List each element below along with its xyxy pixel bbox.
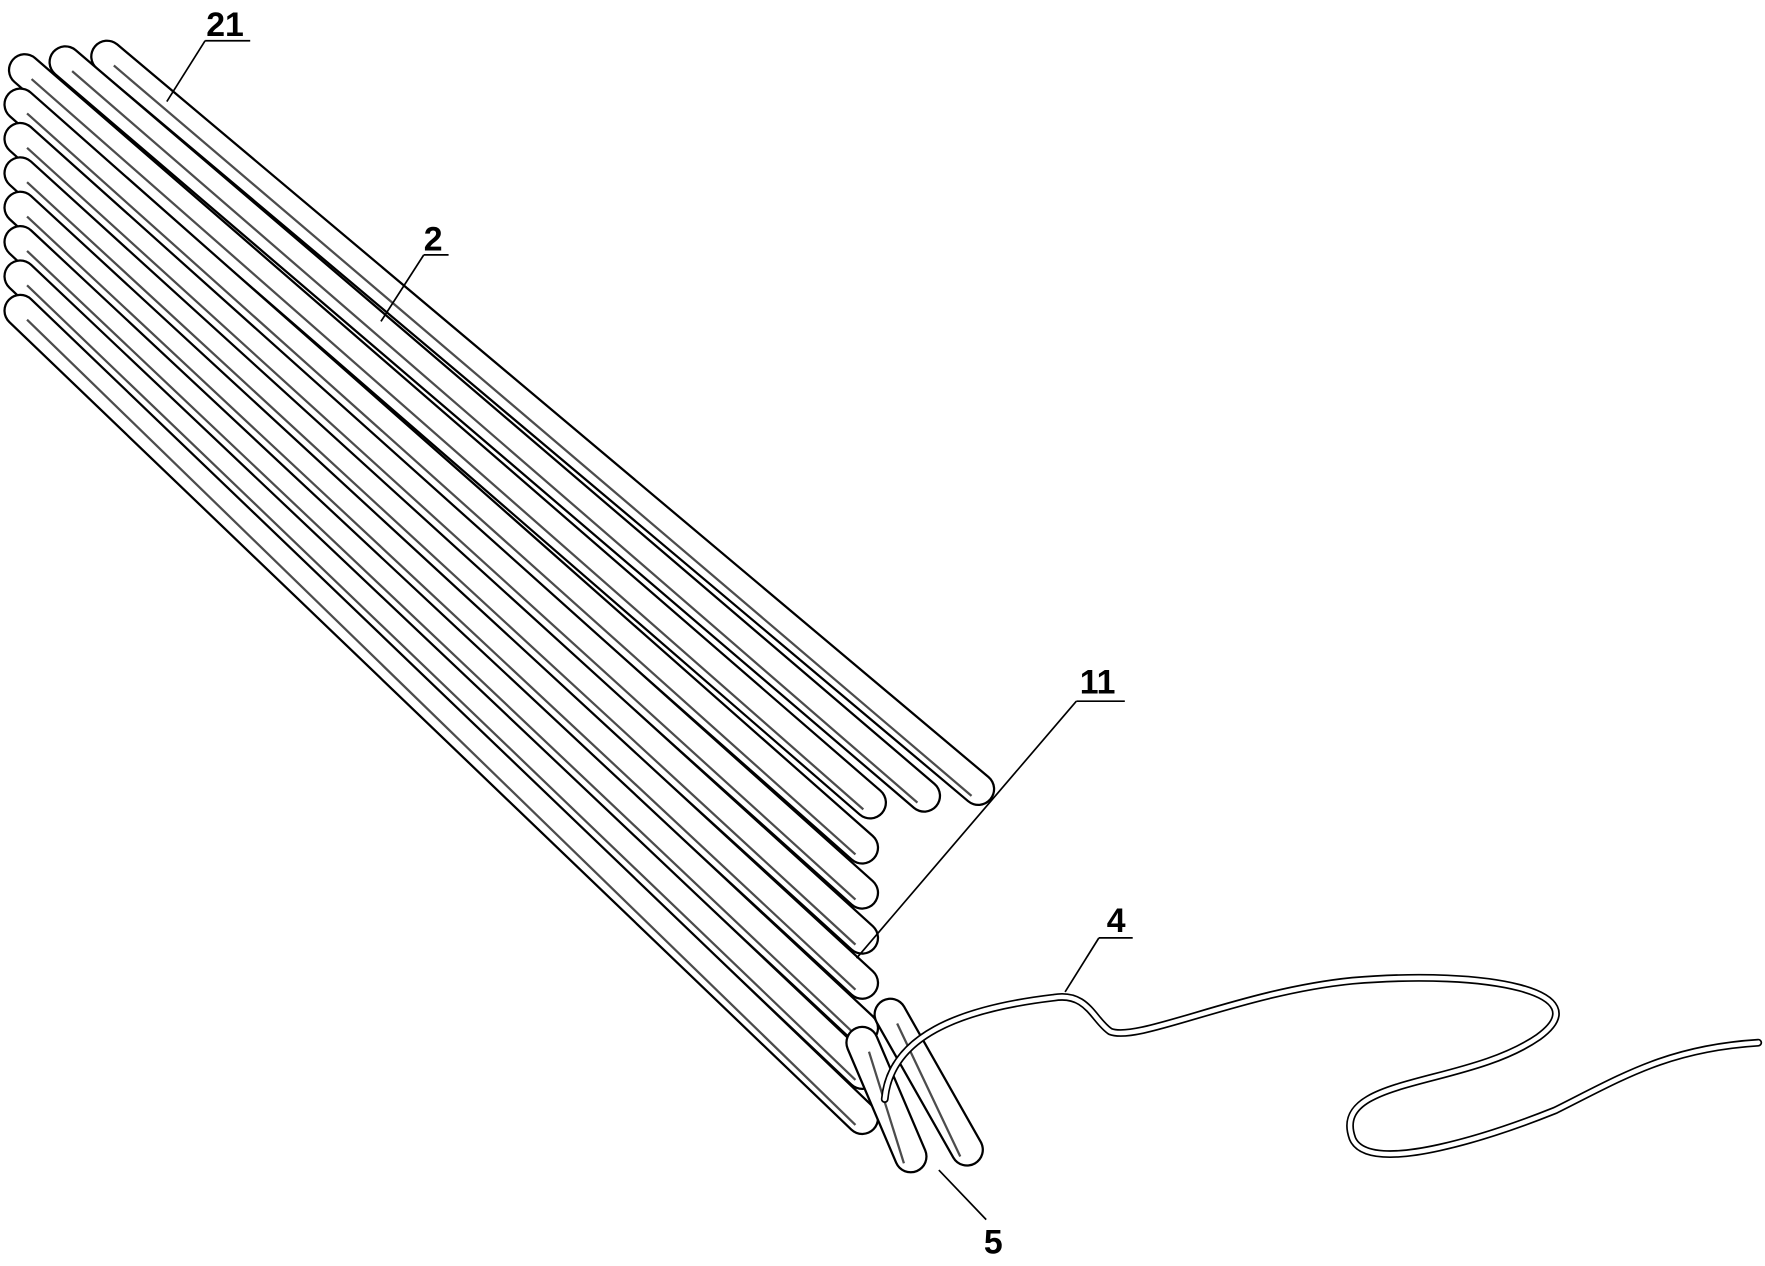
svg-text:5: 5 — [984, 1223, 1003, 1261]
label-5: 5 — [938, 1169, 1003, 1261]
svg-text:4: 4 — [1107, 902, 1126, 940]
svg-text:21: 21 — [206, 6, 244, 44]
label-11: 11 — [855, 663, 1125, 959]
rod-bundle — [3, 39, 996, 1174]
svg-text:11: 11 — [1080, 663, 1116, 701]
rod — [3, 190, 880, 1000]
rod — [3, 156, 880, 955]
rod — [90, 39, 996, 807]
rod — [3, 293, 880, 1136]
label-21: 21 — [166, 6, 251, 103]
label-2: 2 — [380, 220, 449, 322]
svg-text:2: 2 — [424, 220, 443, 258]
rod — [7, 53, 888, 820]
rod — [3, 121, 880, 910]
wire-4 — [880, 973, 1763, 1158]
rod — [3, 224, 880, 1045]
rod — [48, 45, 942, 813]
label-4: 4 — [1064, 902, 1133, 993]
rod — [3, 259, 880, 1091]
rod — [3, 87, 880, 865]
